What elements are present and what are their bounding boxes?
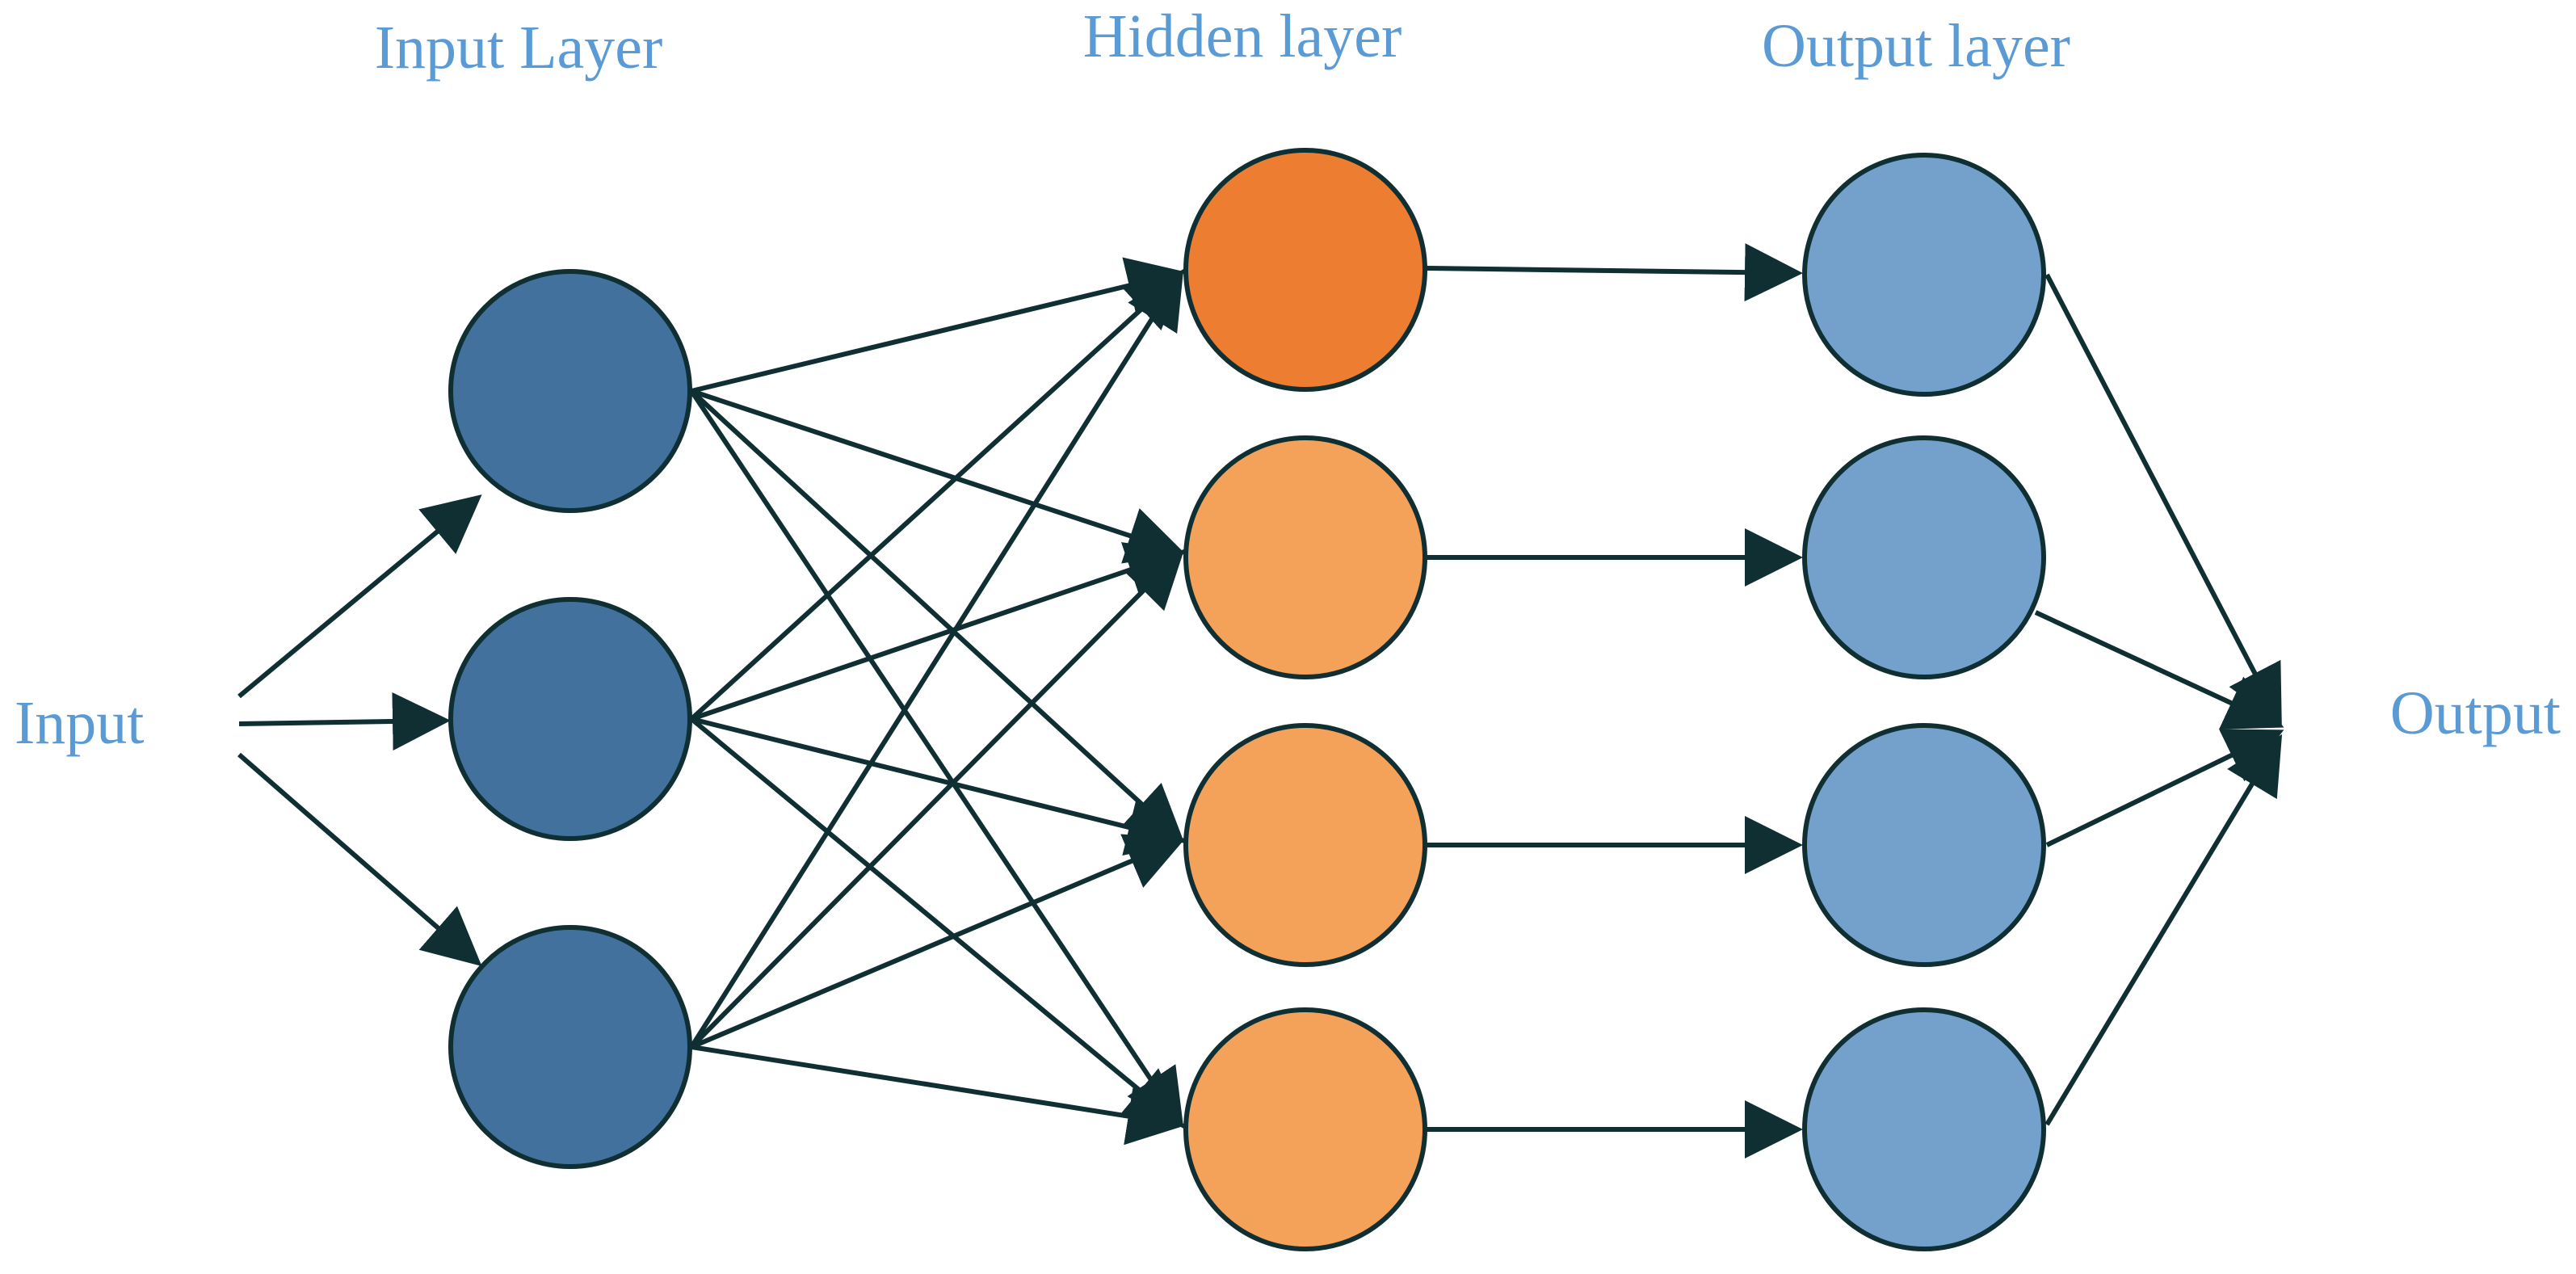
output-node (1802, 723, 2046, 967)
connection (690, 717, 1185, 1128)
input-node (448, 925, 692, 1169)
connection (691, 389, 1186, 564)
hidden-node (1183, 148, 1427, 392)
hidden-node (1183, 723, 1427, 967)
output-node (1802, 435, 2046, 679)
connection (691, 1045, 1186, 1146)
connection (691, 717, 1186, 856)
hidden-node (1183, 435, 1427, 679)
input-arrow (237, 494, 482, 699)
connection (2044, 734, 2283, 1126)
connection (689, 389, 1185, 844)
connection (691, 542, 1186, 721)
hidden-layer-heading: Hidden layer (1083, 2, 1402, 70)
connection (2034, 610, 2284, 730)
input-layer (448, 269, 692, 1169)
output-layer-heading: Output layer (1762, 12, 2070, 80)
output-node (1802, 153, 2046, 397)
connection (1426, 243, 1803, 302)
connection (689, 389, 1184, 1129)
input-arrow (237, 752, 482, 966)
output-node (1802, 1007, 2046, 1251)
connection (689, 268, 1184, 1049)
connection (2044, 273, 2282, 725)
input-node (448, 597, 692, 841)
output-label: Output (2390, 679, 2561, 747)
output-layer (1802, 153, 2046, 1251)
hidden-node (1183, 1007, 1427, 1251)
edge-group (237, 243, 2284, 1158)
input-node (448, 269, 692, 513)
connection (690, 834, 1186, 1049)
input-layer-heading: Input Layer (375, 14, 663, 82)
hidden-layer (1183, 148, 1427, 1251)
connection (2045, 729, 2284, 847)
input-label: Input (15, 689, 144, 757)
input-arrow (238, 692, 451, 751)
connection (691, 257, 1186, 393)
connection (689, 549, 1185, 1049)
connection (689, 269, 1185, 721)
